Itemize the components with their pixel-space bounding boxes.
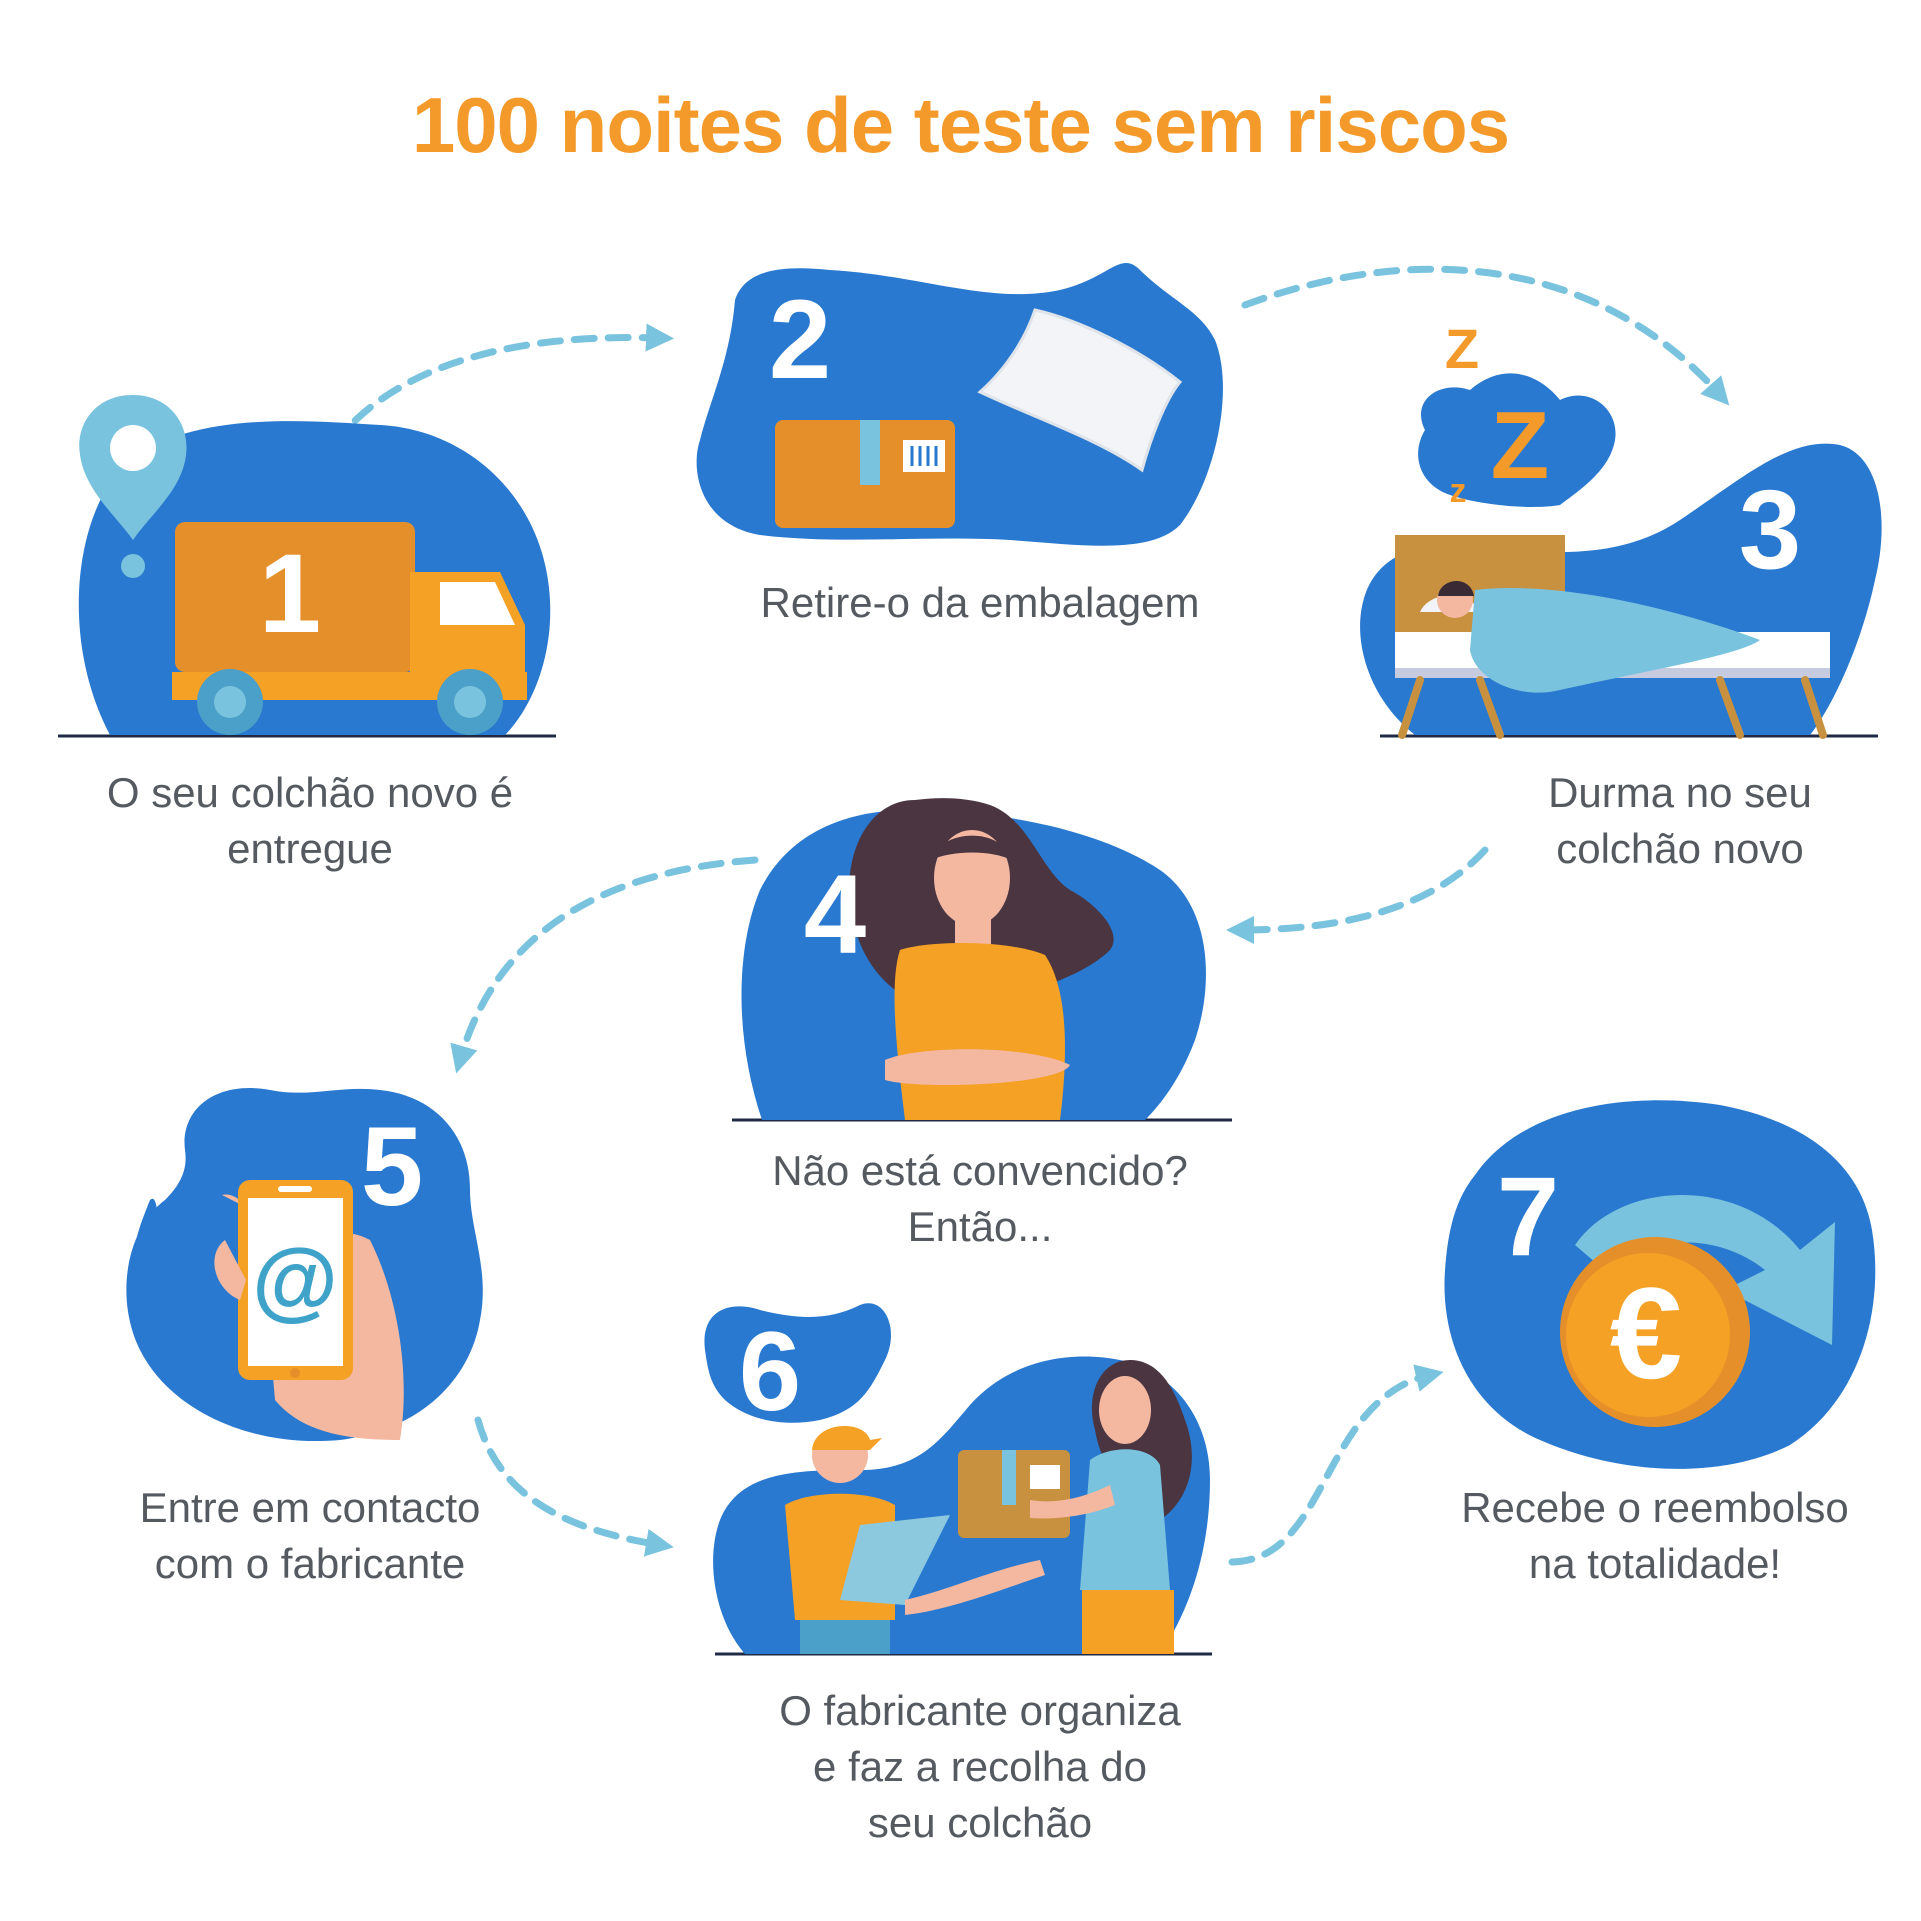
step-1-caption-line: entregue [227,825,393,872]
sleep-letter-big: Z [1491,392,1550,499]
step-1-illustration: 1 [78,395,551,735]
step-5-illustration: @ 5 [126,1088,483,1442]
splash-right [457,1225,475,1280]
step-3-number: 3 [1739,467,1801,592]
arrow-6-to-7 [1228,1364,1444,1566]
delivery-truck-icon [172,522,527,735]
location-pin-icon [79,395,187,578]
euro-symbol: € [1610,1260,1682,1406]
arrow-5-to-6 [474,1416,674,1557]
sleeping-in-bed-icon [1395,535,1830,739]
unconvinced-woman-icon [849,798,1114,1120]
step-6-illustration: 6 [704,1303,1210,1654]
step-6-number: 6 [739,1309,801,1434]
step-2-caption-line: Retire-o da embalagem [760,579,1200,626]
step-3-caption: Durma no seu colchão novo [1430,765,1921,877]
email-at-symbol: @ [252,1230,338,1329]
splash-left [135,1198,159,1263]
sleep-letter-small: z [1450,472,1467,510]
step-6-caption: O fabricante organiza e faz a recolha do… [710,1683,1250,1851]
step-5-number: 5 [361,1104,423,1229]
step-7-illustration: € 7 [1444,1100,1876,1469]
step-7-number: 7 [1497,1154,1559,1279]
step-4-number: 4 [804,852,866,977]
step-5-caption: Entre em contacto com o fabricante [60,1480,560,1592]
step-7-caption: Recebe o reembolso na totalidade! [1400,1480,1910,1592]
step-6-caption-line: e faz a recolha do [813,1743,1147,1790]
step-3-caption-line: colchão novo [1556,825,1804,872]
package-box-icon [775,420,955,528]
step-4-caption-line: Então... [907,1203,1053,1250]
step-4-illustration: 4 [741,798,1206,1120]
step-3-illustration: Z Z z z 3 [1360,317,1882,739]
step-6-caption-line: O fabricante organiza [779,1687,1181,1734]
sleep-letter-top: Z [1445,317,1479,380]
step-4-caption: Não está convencido? Então... [720,1143,1240,1255]
step-1-caption-line: O seu colchão novo é [106,769,514,816]
step-2-illustration: 2 [696,263,1223,546]
euro-refund-icon: € [1560,1195,1835,1427]
arrow-4-to-5 [450,856,759,1074]
step-1-number: 1 [259,531,321,656]
step-3-caption-line: Durma no seu [1548,769,1812,816]
step-4-caption-line: Não está convencido? [772,1147,1188,1194]
arrow-3-to-4 [1226,846,1489,944]
step-6-caption-line: seu colchão [867,1799,1093,1846]
step-7-caption-line: Recebe o reembolso [1461,1484,1849,1531]
step-5-caption-line: com o fabricante [154,1540,466,1587]
step-1-caption: O seu colchão novo é entregue [50,765,570,877]
step-2-number: 2 [769,277,831,402]
pillow-icon [977,308,1183,473]
step-7-caption-line: na totalidade! [1528,1540,1782,1587]
phone-email-icon: @ [214,1180,404,1440]
step-5-caption-line: Entre em contacto [139,1484,481,1531]
courier-pickup-icon [785,1360,1192,1654]
step-2-caption: Retire-o da embalagem [700,575,1260,631]
step-6-blob-top [704,1303,891,1423]
page-title: 100 noites de teste sem riscos [411,81,1510,169]
arrow-2-to-3 [1241,265,1730,406]
thought-bubble [1418,373,1616,507]
